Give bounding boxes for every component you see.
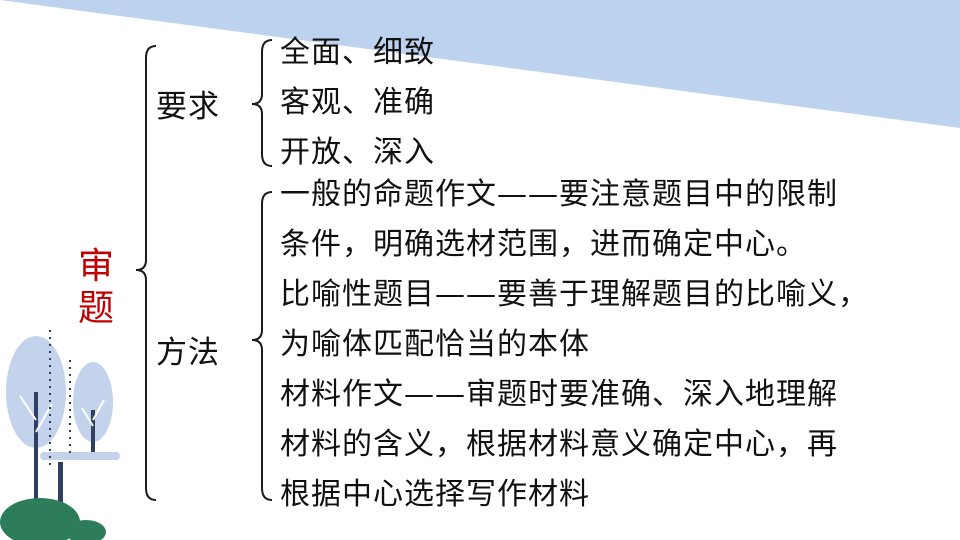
tree-mid-trunk xyxy=(58,462,63,512)
requirements-bracket xyxy=(251,39,273,167)
tree-right-branch xyxy=(92,399,105,421)
branch-label-requirements: 要求 xyxy=(156,89,220,125)
bush-small xyxy=(66,520,106,540)
mindmap-brackets xyxy=(135,39,273,501)
top-banner-shape xyxy=(0,0,960,128)
method-line-5: 材料作文——审题时要准确、深入地理解 xyxy=(280,377,838,412)
method-line-7: 根据中心选择写作材料 xyxy=(280,477,590,512)
root-char-2: 题 xyxy=(78,288,115,329)
root-bracket xyxy=(135,45,157,501)
requirement-item-2: 客观、准确 xyxy=(280,85,435,120)
tree-left-trunk xyxy=(34,392,38,510)
root-node: 审 题 xyxy=(78,246,114,330)
bush-large xyxy=(0,498,80,540)
root-char-1: 审 xyxy=(78,246,115,287)
method-line-4: 为喻体匹配恰当的本体 xyxy=(280,327,590,362)
method-line-6: 材料的含义，根据材料意义确定中心，再 xyxy=(280,427,838,462)
tree-right-crown xyxy=(73,362,113,442)
branch-label-methods: 方法 xyxy=(156,335,220,371)
tree-right-branch-2 xyxy=(81,407,94,427)
requirement-item-1: 全面、细致 xyxy=(280,35,435,70)
method-line-3: 比喻性题目——要善于理解题目的比喻义， xyxy=(280,277,869,312)
method-line-2: 条件，明确选材范围，进而确定中心。 xyxy=(280,227,807,262)
requirement-item-3: 开放、深入 xyxy=(280,135,435,170)
tree-left-branch xyxy=(19,395,37,421)
methods-bracket xyxy=(251,191,273,501)
tree-right-trunk xyxy=(91,410,95,454)
method-line-1: 一般的命题作文——要注意题目中的限制 xyxy=(280,177,838,212)
ground-strip xyxy=(40,452,120,460)
winter-trees-illustration xyxy=(0,330,120,540)
